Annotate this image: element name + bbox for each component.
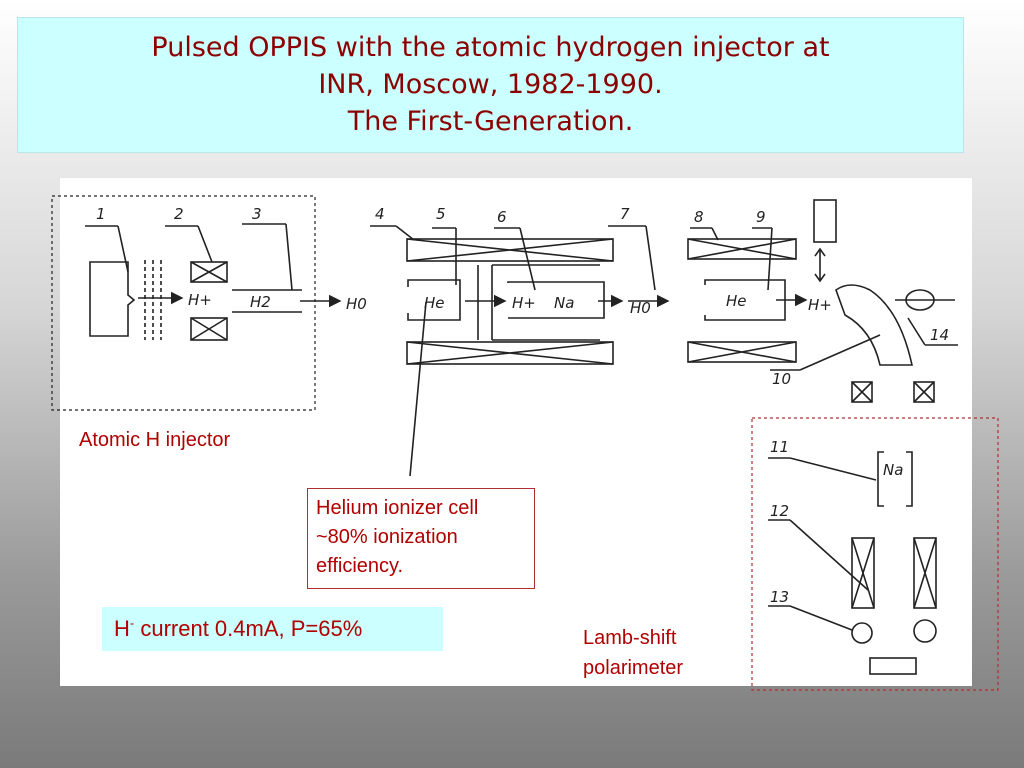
title-box: Pulsed OPPIS with the atomic hydrogen in… <box>17 17 964 153</box>
current-box: H- current 0.4mA, P=65% <box>102 607 443 651</box>
title-line-2: INR, Moscow, 1982-1990. <box>318 69 663 100</box>
num-10: 10 <box>772 370 791 388</box>
atomic-injector-label: Atomic H injector <box>79 429 231 451</box>
helium-ionizer-box: Helium ionizer cell ~80% ionization effi… <box>307 488 535 589</box>
species-na-2: Na <box>883 461 903 479</box>
helium-line-1: Helium ionizer cell <box>316 497 479 519</box>
num-2: 2 <box>174 205 184 223</box>
species-he-1: He <box>424 294 445 312</box>
num-9: 9 <box>756 208 766 226</box>
title-line-1: Pulsed OPPIS with the atomic hydrogen in… <box>151 32 830 63</box>
species-hplus-3: H+ <box>808 296 832 314</box>
helium-line-3: efficiency. <box>316 555 404 577</box>
species-na-1: Na <box>554 294 574 312</box>
title-line-3: The First-Generation. <box>347 106 634 137</box>
num-1: 1 <box>96 205 106 223</box>
num-14: 14 <box>930 326 949 344</box>
current-rest: current 0.4mA, P=65% <box>134 616 363 641</box>
species-hplus-1: H+ <box>188 291 212 309</box>
num-13: 13 <box>770 588 789 606</box>
num-6: 6 <box>497 208 507 226</box>
num-11: 11 <box>770 438 789 456</box>
helium-line-2: ~80% ionization <box>316 526 458 548</box>
species-h2: H2 <box>250 293 271 311</box>
num-3: 3 <box>252 205 262 223</box>
current-sup: - <box>129 615 135 631</box>
lamb-shift-label-2: polarimeter <box>583 657 684 679</box>
num-12: 12 <box>770 502 789 520</box>
injector-frame <box>51 195 316 411</box>
lamb-shift-label-1: Lamb-shift <box>583 627 677 649</box>
num-5: 5 <box>436 205 446 223</box>
num-4: 4 <box>375 205 385 223</box>
current-prefix: H <box>114 616 130 641</box>
num-8: 8 <box>694 208 704 226</box>
species-hplus-2: H+ <box>512 294 536 312</box>
species-he-2: He <box>726 292 747 310</box>
num-7: 7 <box>620 205 630 223</box>
polarimeter-frame <box>751 417 999 691</box>
species-h0-2: H0 <box>630 299 651 317</box>
species-h0-1: H0 <box>346 295 367 313</box>
